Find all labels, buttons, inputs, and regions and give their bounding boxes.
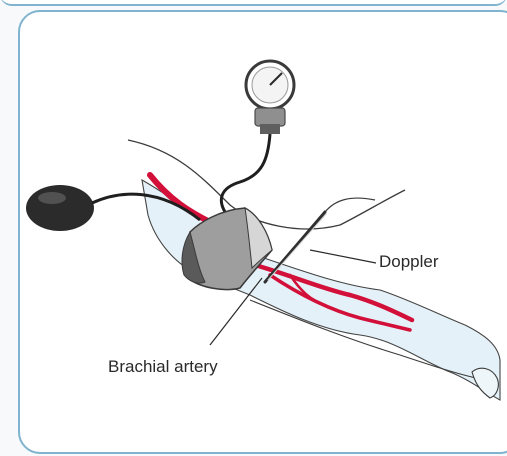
doppler-label: Doppler [379, 252, 439, 272]
doppler-leader-line [310, 250, 376, 263]
gauge-tube [221, 134, 270, 212]
inflation-bulb-icon [26, 185, 94, 231]
pressure-gauge-icon [246, 61, 294, 134]
bulb-highlight [38, 192, 66, 204]
brachial-artery-label: Brachial artery [108, 357, 218, 377]
